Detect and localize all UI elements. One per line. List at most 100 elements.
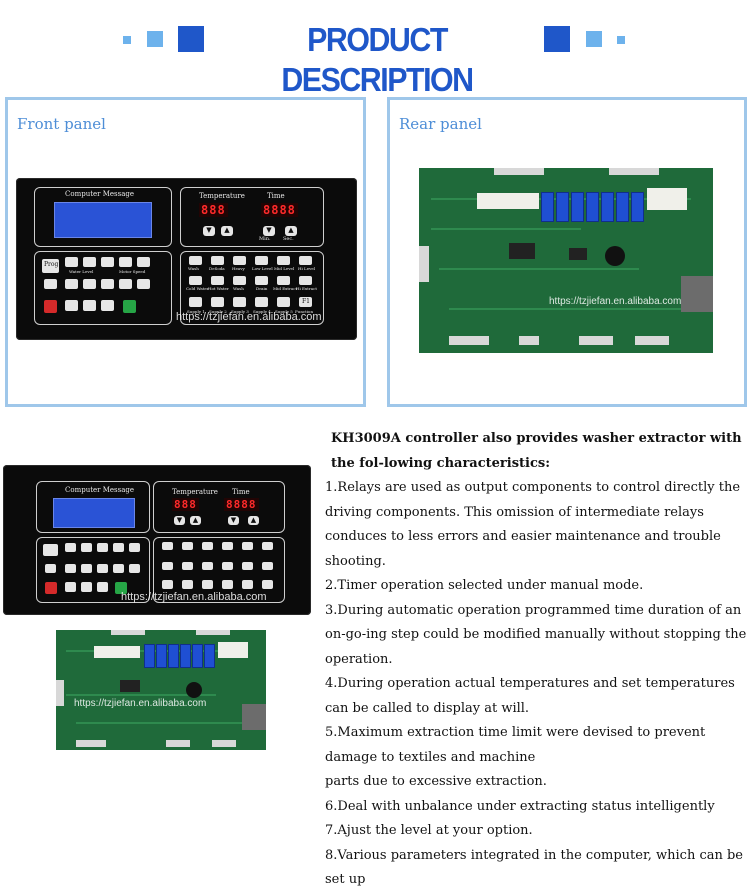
function-button xyxy=(242,562,253,570)
capacitor xyxy=(605,246,625,266)
function-button xyxy=(189,256,202,265)
bottom-connector xyxy=(212,740,236,747)
ic-chip xyxy=(120,680,140,692)
bottom-connector xyxy=(519,336,539,345)
keypad-button xyxy=(65,257,78,267)
pcb-board-image: https://tzjiefan.en.alibaba.com xyxy=(419,168,713,353)
relay xyxy=(616,192,629,222)
function-caption: Mid Level xyxy=(274,266,295,271)
time-down-button: ▼ xyxy=(228,516,239,525)
pcb-trace xyxy=(76,722,246,724)
description-intro: KH3009A controller also provides washer … xyxy=(331,431,742,471)
function-button xyxy=(299,276,312,285)
keypad-button xyxy=(129,543,140,552)
keypad-button xyxy=(65,300,78,311)
time-up-button: ▲ xyxy=(285,226,297,236)
computer-message-caption: Computer Message xyxy=(65,486,135,494)
keypad-button xyxy=(97,582,108,592)
function-caption: Hi Level xyxy=(298,266,315,271)
function-button xyxy=(211,297,224,307)
function-button xyxy=(277,297,290,307)
temp-up-button: ▲ xyxy=(221,226,233,236)
function-button xyxy=(242,580,253,589)
temp-time-box: Temperature Time 888 8888 ▼ ▲ ▼ ▲ xyxy=(153,481,285,533)
start-button xyxy=(115,582,127,594)
function-button xyxy=(182,562,193,570)
function-caption: Wash xyxy=(233,286,244,291)
program-keypad xyxy=(36,537,150,603)
temperature-caption: Temperature xyxy=(199,192,245,200)
keypad-button xyxy=(81,582,92,592)
relay xyxy=(192,644,203,668)
watermark: https://tzjiefan.en.alibaba.com xyxy=(74,698,207,709)
bottom-connector xyxy=(166,740,190,747)
relay xyxy=(631,192,644,222)
relay xyxy=(204,644,215,668)
sec-caption: Sec. xyxy=(283,236,294,242)
f1-button xyxy=(262,580,273,589)
motor-speed-caption: Motor Speed xyxy=(119,269,146,274)
function-button xyxy=(202,562,213,570)
function-caption: Mid Extract xyxy=(273,286,298,291)
pcb-trace xyxy=(449,308,689,310)
description-item: 6.Deal with unbalance under extracting s… xyxy=(325,798,715,814)
function-row-3: F1 Supply 1 Supply 2 Supply 3 Supply 4 S… xyxy=(185,297,319,319)
keypad-button xyxy=(101,257,114,267)
lcd-screen xyxy=(54,202,152,238)
capacitor xyxy=(186,682,202,698)
stop-button xyxy=(44,300,57,313)
temp-time-box: Temperature Time 888 8888 ▼ ▲ ▼ ▲ Min. S… xyxy=(180,187,324,247)
pcb-sticker xyxy=(477,193,539,209)
keypad-button xyxy=(97,564,108,573)
water-level-caption: Water Level xyxy=(69,269,94,274)
function-caption: Supply 5 xyxy=(275,309,293,314)
keypad-button xyxy=(137,257,150,267)
top-connector xyxy=(111,630,145,635)
start-button xyxy=(123,300,136,313)
relay xyxy=(571,192,584,222)
keypad-button xyxy=(113,543,124,552)
watermark: https://tzjiefan.en.alibaba.com xyxy=(549,296,682,307)
bottom-connector xyxy=(449,336,489,345)
function-caption: Supply 3 xyxy=(231,309,249,314)
rear-panel-frame: Rear panel https://tzjiefan.en.alibaba.c… xyxy=(387,97,747,407)
function-button xyxy=(277,256,290,265)
lcd-screen xyxy=(53,498,135,528)
ic-chip xyxy=(509,243,535,259)
keypad-button xyxy=(65,279,78,289)
time-caption: Time xyxy=(232,488,250,496)
function-caption: Hot Water xyxy=(208,286,229,291)
left-connector xyxy=(56,680,64,706)
keypad-button xyxy=(119,257,132,267)
description-item: parts due to excessive extraction. xyxy=(325,774,547,789)
pcb-sticker xyxy=(647,188,687,210)
transformer xyxy=(681,276,713,312)
function-caption: Function xyxy=(295,309,314,314)
function-button xyxy=(189,297,202,307)
keypad-button xyxy=(83,279,96,289)
pcb-sticker xyxy=(94,646,140,658)
prog-button xyxy=(42,259,59,273)
function-caption: Wash xyxy=(188,266,199,271)
message-box: Computer Message xyxy=(36,481,150,533)
function-button xyxy=(222,542,233,550)
keypad-button xyxy=(44,279,57,289)
computer-message-caption: Computer Message xyxy=(65,190,135,198)
function-caption: Drain xyxy=(256,286,268,291)
pcb-trace xyxy=(431,228,581,230)
temp-down-button: ▼ xyxy=(203,226,215,236)
bottom-connector xyxy=(579,336,613,345)
relay xyxy=(168,644,179,668)
function-row-1: Wash DeSoda Heavy Low Level Mid Level Hi… xyxy=(185,256,319,274)
keypad-button xyxy=(119,279,132,289)
function-button xyxy=(277,276,290,285)
top-connector xyxy=(609,168,659,175)
stop-button xyxy=(45,582,57,594)
prog-button xyxy=(43,544,58,556)
function-button xyxy=(233,276,246,285)
pcb-sticker xyxy=(218,642,248,658)
watermark: https://tzjiefan.en.alibaba.com xyxy=(176,311,322,323)
ic-chip xyxy=(569,248,587,260)
function-button xyxy=(222,562,233,570)
keypad-button xyxy=(83,300,96,311)
